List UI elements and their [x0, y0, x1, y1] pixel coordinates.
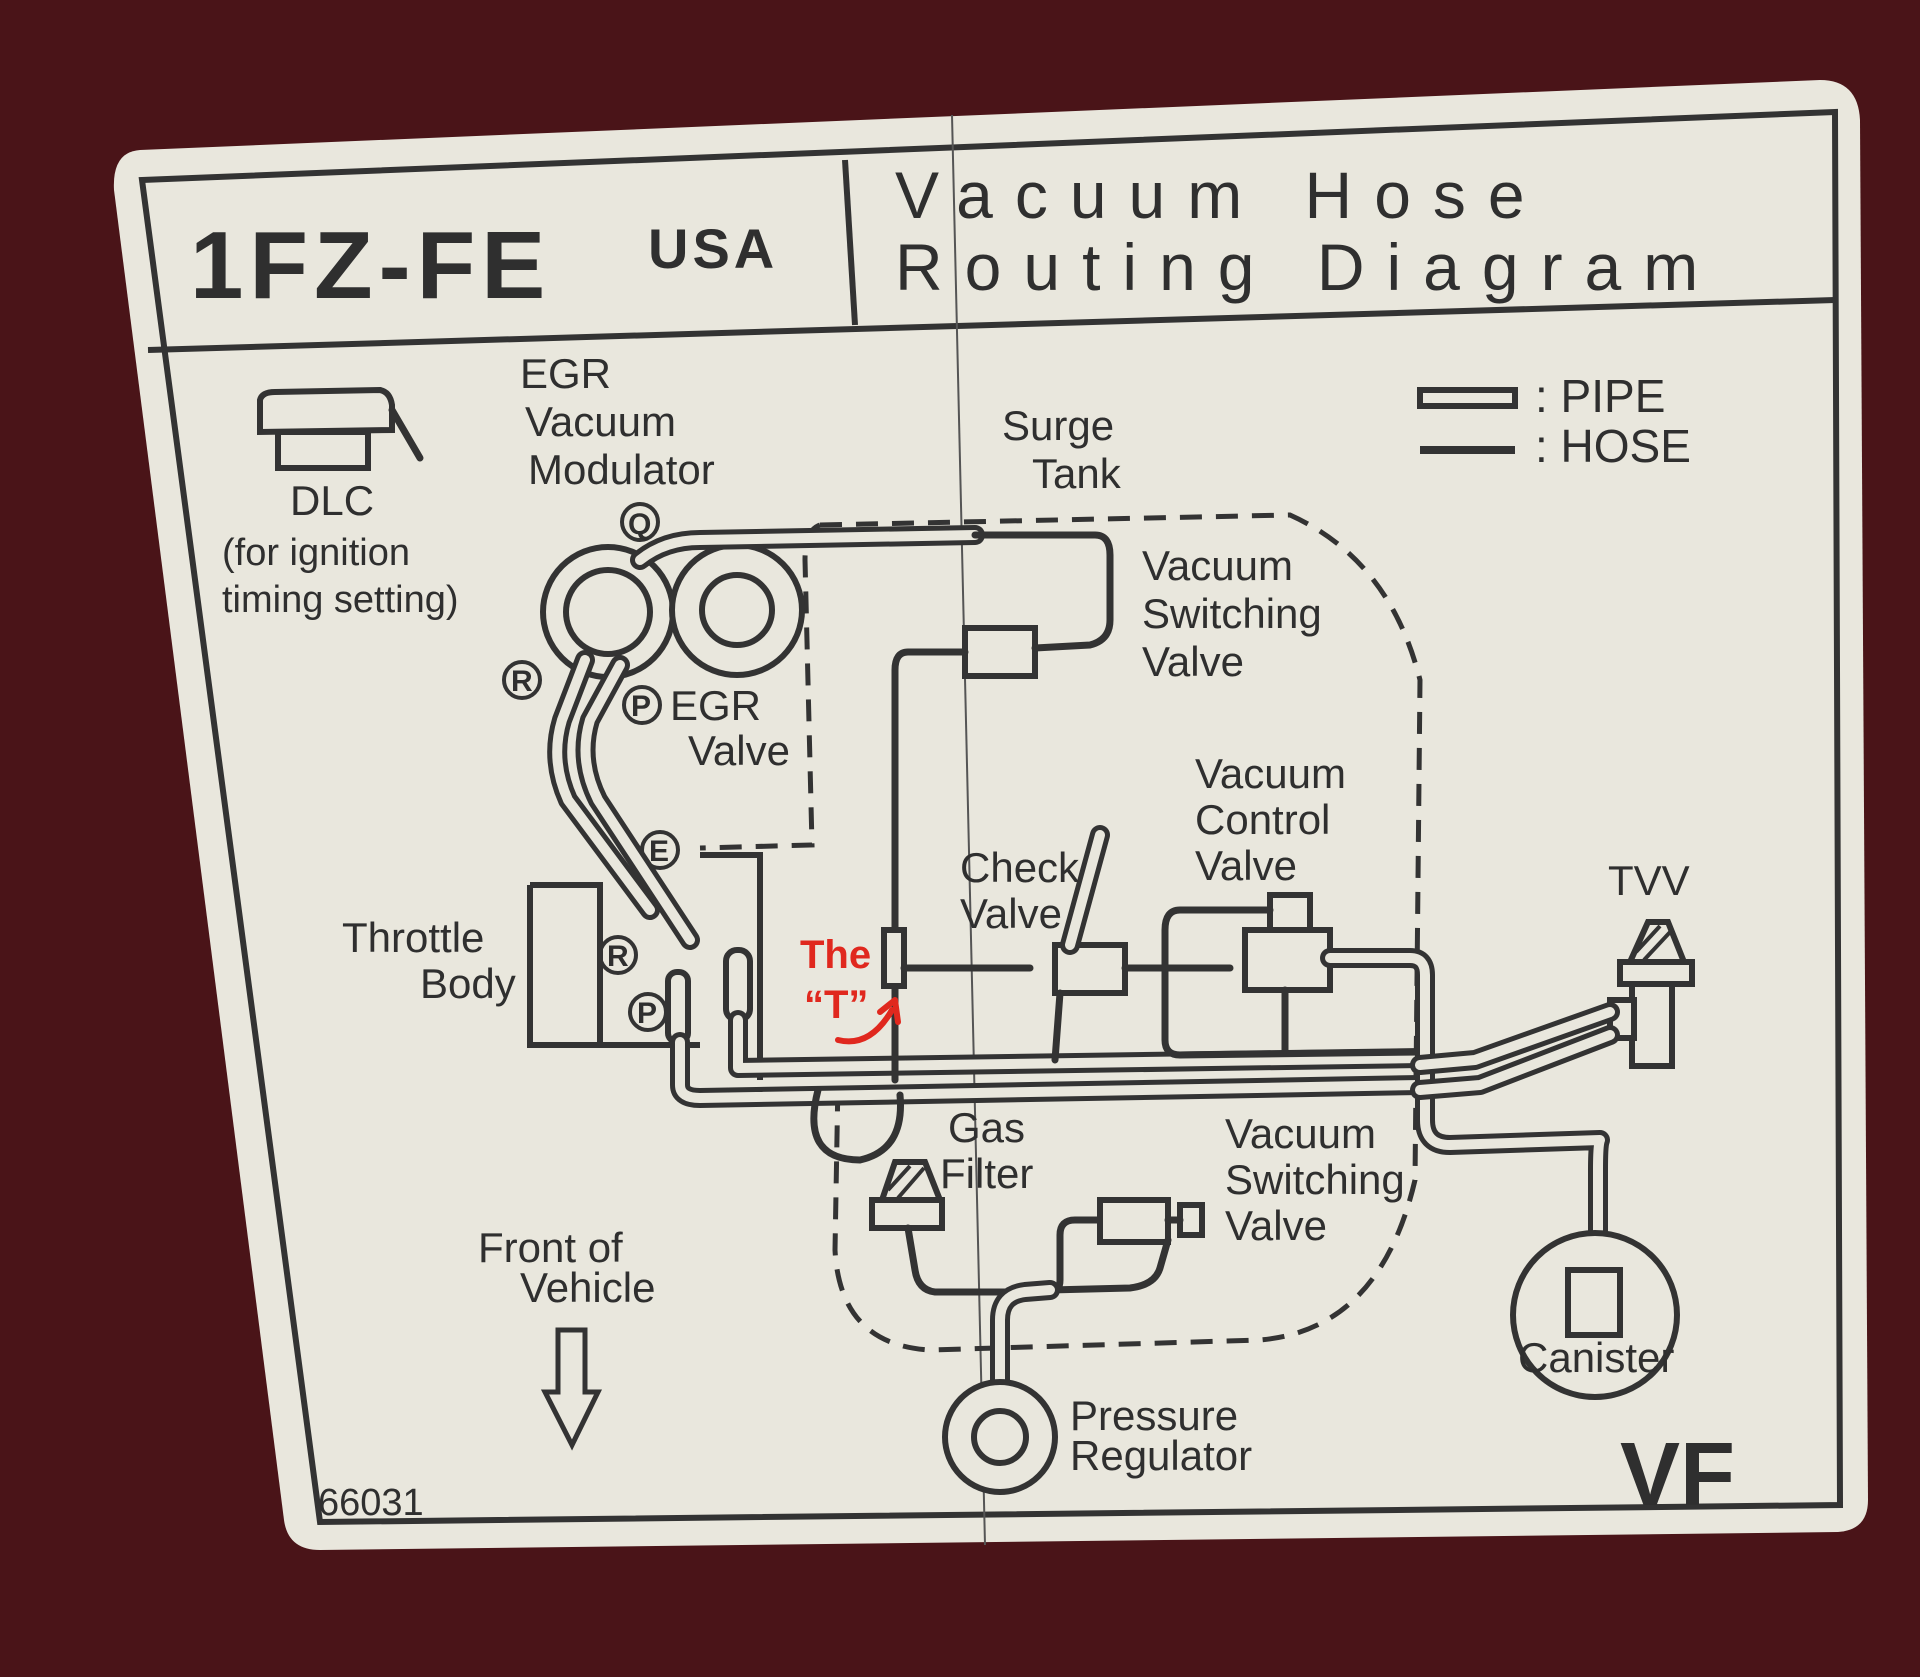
throttle-port-r	[723, 947, 753, 1023]
annotation-line-1: The	[800, 933, 871, 977]
dlc-label-2: (for ignition	[222, 532, 410, 574]
vcv-top	[1267, 892, 1313, 933]
canister-port	[1565, 1267, 1623, 1338]
svg-text:P: P	[631, 690, 651, 723]
dlc-connector-icon	[257, 386, 424, 471]
throttle-port-p	[665, 969, 691, 1045]
header-split	[842, 159, 858, 326]
label-frame	[138, 108, 1844, 1526]
header-divider	[147, 297, 1836, 353]
title-line-1: Vacuum Hose	[895, 158, 1547, 232]
hose-loop	[810, 1086, 904, 1164]
engine-code: 1FZ-FE	[190, 212, 551, 319]
egr-modulator-label-2: Vacuum	[525, 398, 676, 445]
gas-filter-label-1: Gas	[948, 1104, 1025, 1151]
legend-hose: : HOSE	[1535, 420, 1691, 472]
egr-modulator-label-1: EGR	[520, 350, 611, 397]
pressure-regulator-label-1: Pressure	[1070, 1392, 1238, 1439]
throttle-body-label-1: Throttle	[342, 914, 484, 961]
title-line-2: Routing Diagram	[895, 230, 1720, 304]
svg-text:R: R	[607, 940, 629, 973]
tvv-valve	[1607, 919, 1695, 1069]
front-of-vehicle-label-1: Front of	[478, 1224, 623, 1271]
vsv-top-label-2: Switching	[1142, 590, 1322, 637]
port-p-top-marker: P	[622, 685, 662, 725]
t-fitting	[881, 927, 907, 989]
vsv-bottom-label-3: Valve	[1225, 1202, 1327, 1249]
pressure-regulator-inner	[971, 1408, 1029, 1466]
svg-text:Q: Q	[628, 508, 651, 541]
tvv-label: TVV	[1608, 857, 1690, 904]
vsv-bottom-label-2: Switching	[1225, 1156, 1405, 1203]
surge-tank-label-1: Surge	[1002, 402, 1114, 449]
throttle-body-outline	[527, 882, 700, 1048]
annotation-arrow	[835, 1007, 895, 1045]
hose-vsv-to-regulator	[1046, 1236, 1172, 1294]
vsv-top-label-1: Vacuum	[1142, 542, 1293, 589]
check-valve-label-2: Valve	[960, 890, 1062, 937]
front-of-vehicle-label-2: Vehicle	[520, 1264, 655, 1311]
svg-text:R: R	[511, 665, 533, 698]
hose-vcv-loop	[1161, 906, 1424, 1059]
vacuum-control-valve	[1242, 927, 1333, 993]
dlc-label-3: timing setting)	[222, 579, 459, 621]
vacuum-switching-valve-bottom	[1097, 1197, 1171, 1245]
hose-check-valve-down	[1051, 989, 1064, 1064]
vsv-top-label-3: Valve	[1142, 638, 1244, 685]
fold-crease	[951, 114, 986, 1546]
surge-tank-label-2: Tank	[1032, 450, 1122, 497]
throttle-body-label-2: Body	[420, 960, 516, 1007]
hose-vsv-to-t	[891, 648, 969, 969]
vf-code: VF	[1620, 1425, 1735, 1525]
egr-valve-label-2: Valve	[688, 727, 790, 774]
port-q-marker: Q	[620, 502, 660, 542]
vcv-label-2: Control	[1195, 796, 1330, 843]
svg-text:P: P	[637, 997, 657, 1030]
hose-surge-to-vsv	[971, 531, 1114, 652]
check-valve-label-1: Check	[960, 844, 1080, 891]
part-number: 66031	[318, 1482, 424, 1524]
egr-valve	[669, 542, 805, 678]
throttle-body-step	[700, 852, 763, 1080]
legend-pipe: : PIPE	[1535, 370, 1665, 422]
gas-filter-label-2: Filter	[940, 1150, 1033, 1197]
vcv-label-1: Vacuum	[1195, 750, 1346, 797]
port-r-top-marker: R	[502, 660, 542, 700]
vsv-bottom-label-1: Vacuum	[1225, 1110, 1376, 1157]
egr-modulator-label-3: Modulator	[528, 446, 715, 493]
egr-valve-label-1: EGR	[670, 682, 761, 729]
vcv-label-3: Valve	[1195, 842, 1297, 889]
pressure-regulator-label-2: Regulator	[1070, 1432, 1252, 1479]
annotation-line-2: “T”	[804, 983, 868, 1027]
legend-pipe-symbol	[1417, 387, 1518, 409]
egr-vacuum-modulator	[540, 544, 676, 680]
canister-label: Canister	[1518, 1334, 1674, 1381]
surge-tank-outline	[819, 512, 1423, 1353]
market: USA	[648, 217, 778, 280]
vacuum-switching-valve-top	[962, 625, 1038, 679]
svg-text:E: E	[649, 835, 669, 868]
gas-filter	[869, 1159, 945, 1231]
annotation-arrow-head-icon	[877, 997, 901, 1025]
dlc-label: DLC	[290, 477, 374, 524]
front-arrow-icon	[540, 1327, 603, 1451]
